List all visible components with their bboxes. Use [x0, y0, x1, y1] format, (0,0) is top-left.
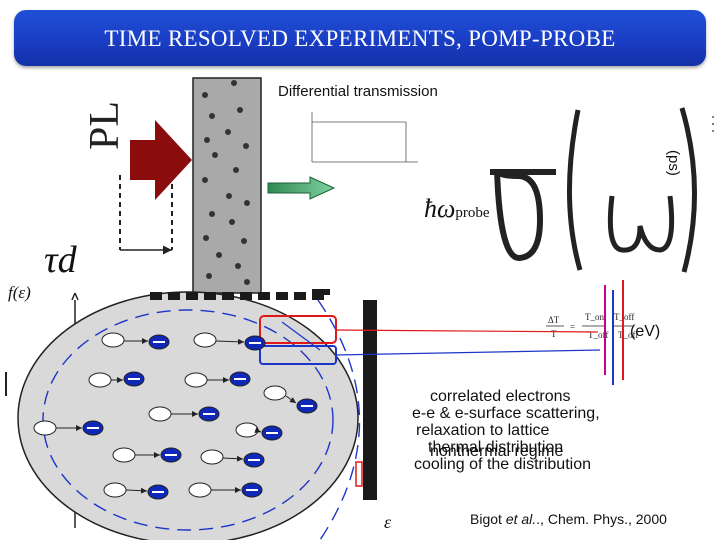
tau-d-label: τd — [44, 239, 77, 281]
process-labels-a: correlated electrons e-e & e-surface sca… — [412, 388, 662, 473]
hw-probe-label: ħωprobe — [424, 194, 490, 224]
sample-slab — [192, 77, 262, 294]
pulse-inset — [311, 112, 418, 163]
svg-text:T: T — [551, 329, 557, 339]
citation: Bigot et al.., Chem. Phys., 2000 — [470, 511, 667, 527]
electrons — [33, 332, 318, 500]
energy-box-red — [259, 315, 337, 344]
svg-text:T_on: T_on — [585, 312, 604, 322]
svg-text:=: = — [570, 322, 575, 332]
probe-arrow — [267, 176, 336, 200]
slab-particles — [202, 80, 250, 285]
f-epsilon-label: f(ε) — [8, 283, 31, 302]
page-title: TIME RESOLVED EXPERIMENTS, POMP-PROBE — [104, 26, 616, 51]
svg-text:T_off: T_off — [618, 330, 638, 340]
process-labels-b: nonthermal regime — [412, 392, 662, 460]
svg-text:T_off: T_off — [588, 330, 608, 340]
ps-axis-label: (ps) — [665, 150, 682, 176]
title-bar: TIME RESOLVED EXPERIMENTS, POMP-PROBE — [14, 10, 706, 66]
citation-etal: et al. — [505, 511, 537, 527]
citation-suffix: ., Chem. Phys., 2000 — [536, 511, 667, 527]
distribution-curve — [150, 289, 377, 500]
svg-text:ΔT: ΔT — [548, 315, 560, 325]
process-label: correlated electrons — [430, 388, 571, 405]
hw-symbol: ħω — [424, 194, 456, 223]
process-label: thermal distribution — [428, 439, 564, 456]
process-label: relaxation to lattice — [416, 422, 550, 439]
delay-bracket — [119, 175, 173, 250]
ev-unit-label: (eV) — [630, 323, 661, 340]
differential-transmission-label: Differential transmission — [278, 83, 438, 100]
probe-subscript: probe — [455, 205, 490, 221]
fermi-sphere — [17, 291, 359, 540]
epsilon-label: ε — [384, 512, 392, 532]
process-label: nonthermal regime — [430, 443, 564, 460]
fermi-shell-dashed — [42, 309, 334, 531]
process-label: e-e & e-surface scattering, — [412, 405, 600, 422]
citation-prefix: Bigot — [470, 511, 506, 527]
pl-glyph: PL — [82, 101, 128, 150]
process-label: cooling of the distribution — [414, 456, 591, 473]
svg-text:T_off: T_off — [614, 312, 634, 322]
pump-arrow — [130, 120, 192, 200]
sigma-omega-glyph — [490, 107, 698, 273]
